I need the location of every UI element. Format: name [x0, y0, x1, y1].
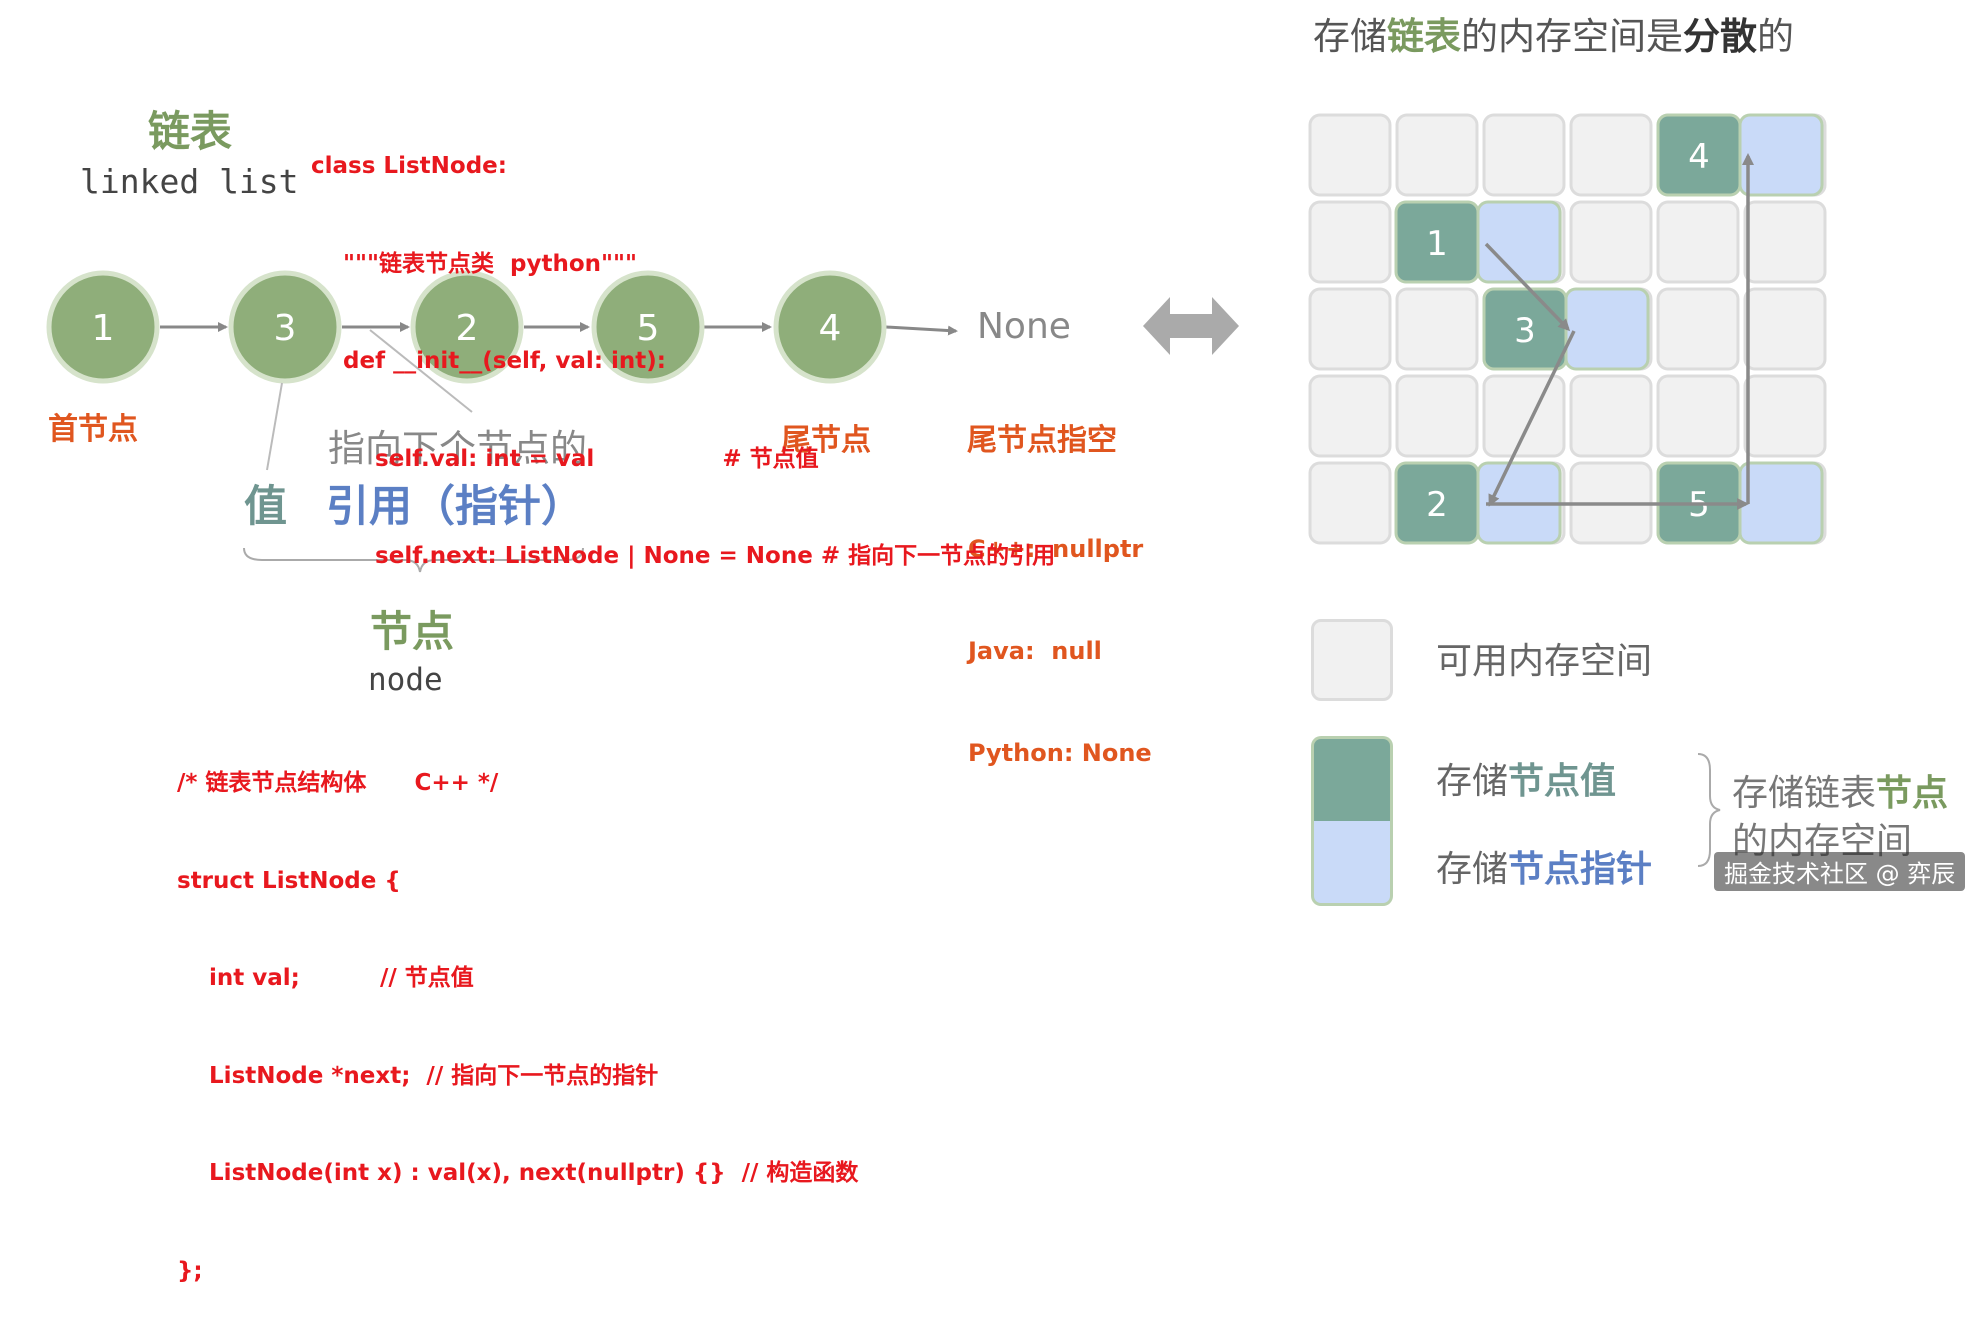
legend-group-line1-prefix: 存储链表 [1732, 773, 1877, 814]
memory-cell [1395, 374, 1479, 458]
code-line: def __init__(self, val: int): [311, 348, 666, 374]
memory-node-value: 1 [1426, 224, 1448, 264]
node-title-en: node [368, 662, 443, 698]
memory-pointer-arrow [1484, 242, 1571, 332]
node-circle: 3 [228, 270, 342, 384]
legend-brace [1697, 753, 1721, 867]
memory-title: 存储链表的内存空间是分散的 [1313, 6, 1794, 60]
legend-group-line1: 存储链表节点 [1732, 770, 1948, 818]
code-line: self.next: ListNode | None = None # 指向下一… [311, 543, 1056, 569]
memory-cell [1569, 113, 1653, 197]
memory-cell [1308, 287, 1392, 371]
tail-null-cpp: C++: nullptr [968, 535, 1144, 563]
legend-pointer-em: 节点指针 [1508, 849, 1653, 890]
node-circle: 5 [591, 270, 705, 384]
legend-pointer-swatch [1311, 821, 1393, 906]
legend-pointer-label: 存储节点指针 [1436, 840, 1652, 892]
memory-title-part: 的 [1757, 15, 1794, 58]
null-end-label: None [977, 306, 1071, 347]
node-title-cn: 节点 [370, 607, 455, 656]
legend-free-swatch [1311, 619, 1393, 701]
memory-cell [1656, 374, 1740, 458]
node-circle: 4 [773, 270, 887, 384]
legend-free-label: 可用内存空间 [1436, 641, 1653, 682]
legend-value-prefix: 存储 [1436, 761, 1509, 802]
python-code-block: class ListNode: """链表节点类 python""" def _… [311, 85, 1055, 605]
memory-cell [1308, 374, 1392, 458]
memory-cell [1569, 374, 1653, 458]
code-line: int val; // 节点值 [177, 965, 474, 991]
code-line: """链表节点类 python""" [311, 250, 637, 277]
cpp-code-block: /* 链表节点结构体 C++ */ struct ListNode { int … [177, 702, 858, 1320]
bidirectional-arrow-icon [1143, 297, 1239, 355]
memory-cell [1395, 287, 1479, 371]
value-label: 值 [244, 482, 287, 532]
memory-node-value: 2 [1426, 485, 1448, 525]
code-line: self.val: int = val # 节点值 [311, 445, 819, 472]
tail-null-list: C++: nullptr Java: null Python: None [968, 464, 1152, 804]
memory-title-part: 链表 [1387, 15, 1461, 58]
node-arrow [885, 325, 958, 336]
legend-value-label: 存储节点值 [1436, 752, 1616, 804]
memory-grid: 4 1 3 2 5 [1308, 113, 1827, 545]
tail-node-label: 尾节点 [781, 423, 871, 458]
node-brace [243, 547, 584, 573]
legend-group-line1-em: 节点 [1876, 773, 1949, 814]
memory-title-part: 存储 [1313, 15, 1387, 58]
memory-cell [1743, 287, 1827, 371]
head-node-label: 首节点 [48, 412, 138, 447]
node-value: 5 [637, 308, 660, 349]
linked-list-title-cn: 链表 [148, 107, 233, 156]
memory-cell [1308, 113, 1392, 197]
memory-node: 4 [1656, 113, 1824, 197]
code-line: /* 链表节点结构体 C++ */ [177, 770, 499, 796]
linked-list-diagram: 1 3 2 5 4 [46, 270, 1239, 573]
node-circle: 2 [410, 270, 524, 384]
memory-node: 3 [1482, 287, 1650, 371]
legend-pointer-prefix: 存储 [1436, 849, 1509, 890]
memory-cell [1656, 200, 1740, 284]
code-line: ListNode(int x) : val(x), next(nullptr) … [177, 1160, 859, 1186]
memory-cell [1656, 287, 1740, 371]
memory-pointer-arrow [1488, 330, 1576, 507]
memory-cell [1482, 374, 1566, 458]
memory-cell [1482, 113, 1566, 197]
code-line: ListNode *next; // 指向下一节点的指针 [177, 1062, 659, 1089]
watermark: 掘金技术社区 @ 弈辰 [1714, 852, 1966, 891]
tail-null-title: 尾节点指空 [967, 423, 1117, 458]
node-value: 2 [456, 308, 479, 349]
linked-list-title-en: linked list [80, 162, 299, 201]
memory-node: 1 [1394, 200, 1562, 284]
code-line: struct ListNode { [177, 867, 401, 894]
pointer-description: 指向下个节点的 [328, 427, 587, 470]
memory-title-part: 的内存空间是 [1461, 15, 1683, 58]
memory-cell [1743, 200, 1827, 284]
memory-cell [1395, 113, 1479, 197]
reference-label: 引用（指针） [326, 482, 584, 532]
legend-value-swatch [1311, 736, 1393, 821]
tail-null-java: Java: null [968, 637, 1102, 665]
memory-cell [1743, 374, 1827, 458]
memory-cell [1308, 461, 1392, 545]
node-circle: 1 [46, 270, 160, 384]
memory-cell [1569, 200, 1653, 284]
tail-null-python: Python: None [968, 739, 1152, 767]
memory-title-part: 分散 [1683, 15, 1757, 58]
code-line: class ListNode: [311, 153, 507, 179]
value-pointer-line [266, 382, 283, 471]
code-line: }; [177, 1257, 203, 1284]
node-value: 4 [819, 308, 842, 349]
memory-node-value: 4 [1688, 137, 1710, 177]
reference-pointer-line [369, 329, 473, 413]
memory-cell [1308, 200, 1392, 284]
node-value: 3 [274, 308, 297, 349]
legend-value-em: 节点值 [1508, 761, 1617, 802]
node-value: 1 [92, 308, 115, 349]
memory-node-value: 3 [1514, 311, 1536, 351]
